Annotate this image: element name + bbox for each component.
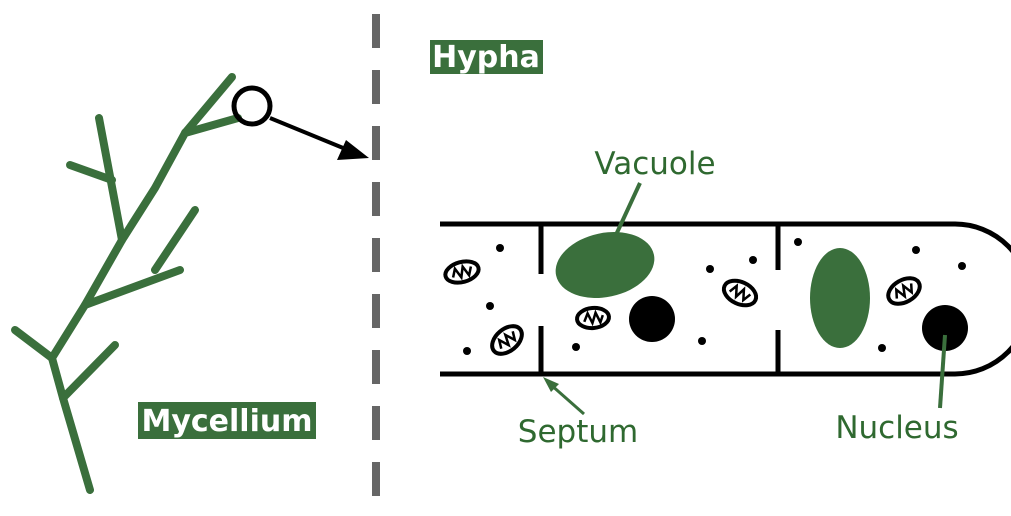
- nucleus-label: Nucleus: [835, 410, 958, 446]
- zoom-circle: [231, 85, 273, 127]
- vacuole-1: [555, 232, 655, 298]
- mycelium-branches: [11, 73, 242, 494]
- zoom-arrow-head: [337, 140, 369, 160]
- septum-arrow-head: [543, 377, 559, 392]
- mitochondria: [443, 259, 922, 356]
- mitochondrion-1: [443, 259, 481, 285]
- hypha-label: Hypha: [432, 40, 540, 75]
- cell-dots: [463, 238, 966, 355]
- vacuole-2: [810, 248, 870, 348]
- septum-label: Septum: [518, 414, 638, 450]
- mycellium-label-box: [138, 402, 316, 439]
- mitochondrion-2: [490, 324, 524, 356]
- vacuole-label: Vacuole: [594, 146, 715, 182]
- mitochondrion-3: [575, 305, 611, 331]
- nucleus-1: [629, 296, 675, 342]
- septum-pointer: [549, 382, 585, 416]
- nucleus-pointer: [938, 334, 947, 409]
- hypha-label-box: [430, 40, 543, 74]
- hypha-tube: [440, 221, 1011, 377]
- septa: [538, 224, 781, 374]
- mitochondrion-5: [886, 276, 922, 306]
- vacuole-pointer: [613, 182, 642, 238]
- mitochondrion-4: [721, 278, 759, 308]
- mycellium-label: Mycellium: [141, 404, 312, 439]
- zoom-arrow-line: [269, 116, 349, 152]
- nucleus-2: [922, 305, 968, 351]
